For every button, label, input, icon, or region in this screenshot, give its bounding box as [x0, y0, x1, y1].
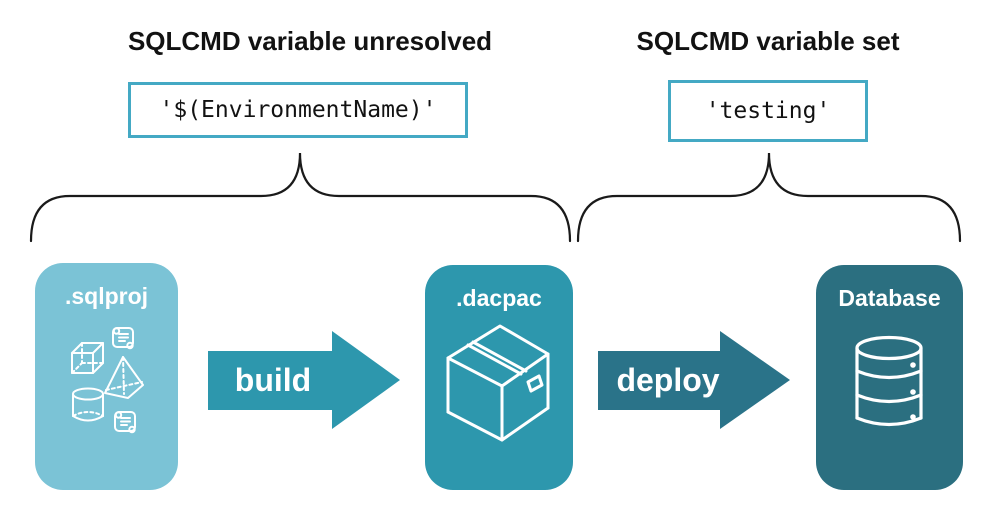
- sqlcmd-set-heading: SQLCMD variable set: [636, 26, 900, 56]
- set-variable-box: 'testing': [668, 80, 868, 142]
- unresolved-variable-value: '$(EnvironmentName)': [159, 97, 437, 123]
- package-box-icon: [446, 324, 550, 442]
- cylinder-icon: [72, 387, 104, 422]
- sqlproj-label: .sqlproj: [64, 283, 149, 309]
- sqlcmd-unresolved-heading: SQLCMD variable unresolved: [127, 26, 493, 56]
- build-arrow-label: build: [234, 362, 312, 398]
- deploy-arrow-label: deploy: [616, 362, 720, 398]
- cube-icon: [71, 342, 104, 374]
- pyramid-icon: [104, 356, 144, 399]
- dacpac-label: .dacpac: [456, 285, 542, 311]
- set-variable-value: 'testing': [705, 98, 831, 124]
- deploy-arrow: [598, 331, 790, 429]
- right-curly-brace: [576, 152, 962, 243]
- database-cylinder-icon: [855, 335, 923, 427]
- sqlproj-card: .sqlproj: [35, 263, 178, 490]
- unresolved-variable-box: '$(EnvironmentName)': [128, 82, 468, 138]
- build-arrow: [208, 331, 400, 429]
- left-curly-brace: [29, 152, 572, 243]
- database-label: Database: [838, 285, 941, 311]
- sqlproj-objects-icons: [71, 327, 144, 434]
